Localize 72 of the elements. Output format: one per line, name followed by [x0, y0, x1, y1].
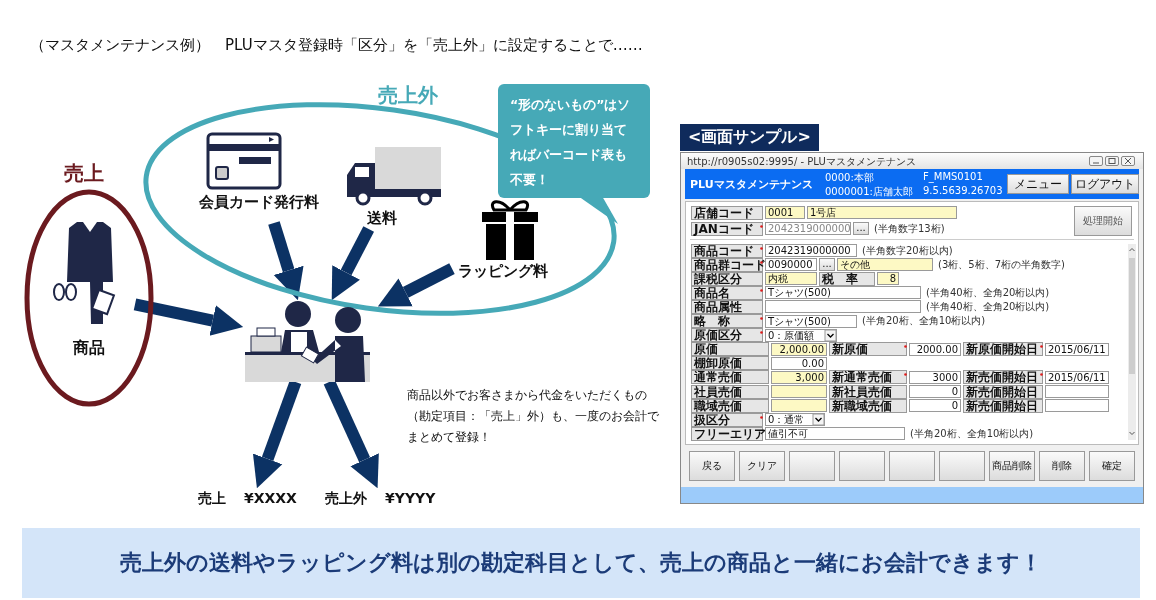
field-label: 店舗コード — [691, 205, 763, 220]
field-label: 新社員売価 — [829, 384, 907, 399]
group-heading: 売上外 — [378, 82, 438, 109]
note-text: 商品以外でお客さまから代金をいただくもの（勘定項目：「売上」外）も、一度のお会計でまとめて登録！ — [407, 387, 660, 446]
amount-value: ¥YYYY — [385, 490, 436, 506]
info-text: F_MMS0101 — [923, 171, 983, 182]
field-label: 原価 — [691, 342, 769, 357]
field-label: 棚卸原価 — [691, 356, 769, 371]
field-label: 原価区分 — [691, 328, 763, 343]
section-heading: <画面サンプル> — [680, 124, 819, 151]
field-label: 新通常売価 — [829, 370, 907, 385]
input-field: 2000.00 — [909, 342, 961, 356]
field-label: 新売価開始日 — [963, 370, 1043, 385]
hint-text: (半角20桁、全角10桁以内) — [861, 314, 986, 328]
input-field: 2,000.00 — [771, 342, 827, 356]
input-field: 2042319000000 — [765, 244, 857, 257]
browse-button: ... — [819, 258, 835, 272]
browse-button: ... — [853, 222, 869, 235]
input-field: Tシャツ(500) — [765, 314, 857, 328]
field-label: 社員売価 — [691, 384, 769, 399]
input-field: 0 — [909, 399, 961, 413]
field-label: 新原価 — [829, 342, 907, 357]
action-button: クリア — [739, 451, 785, 481]
input-field: 0090000 — [765, 258, 817, 272]
hint-text: (半角数字20桁以内) — [861, 243, 953, 258]
heading-text: （マスタメンテナンス例） PLUマスタ登録時「区分」を「売上外」に設定することで…… — [30, 36, 643, 55]
hint-text: (半角40桁、全角20桁以内) — [925, 285, 1050, 300]
action-button: 確定 — [1089, 451, 1135, 481]
input-field: Tシャツ(500) — [765, 286, 921, 300]
input-field: 2015/06/11 — [1045, 370, 1109, 384]
input-field: 0 — [909, 385, 961, 398]
logout-button: ログアウト — [1071, 174, 1139, 194]
start-button: 処理開始 — [1074, 206, 1132, 236]
info-text: 0000:本部 — [825, 171, 874, 185]
input-field: 3,000 — [771, 370, 827, 384]
amount-label: 売上 — [198, 490, 226, 508]
input-field: 1号店 — [807, 206, 957, 219]
field-label: 新原価開始日 — [963, 342, 1043, 357]
input-field: 2042319000000 — [765, 222, 851, 235]
input-field: 3000 — [909, 370, 961, 384]
group-heading: 売上 — [64, 160, 104, 187]
input-field: 0001 — [765, 206, 805, 219]
action-button: 削除 — [1039, 451, 1085, 481]
info-text: 0000001:店舗太郎 — [825, 185, 913, 199]
hint-text: (半角数字13桁) — [873, 221, 945, 236]
banner-text: 売上外の送料やラッピング料は別の勘定科目として、売上の商品と一緒にお会計できます！ — [119, 549, 1043, 577]
hint-text: (3桁、5桁、7桁の半角数字) — [937, 257, 1065, 272]
amount-label: 売上外 — [325, 490, 367, 508]
menu-button: メニュー — [1007, 174, 1069, 194]
dropdown-field: 0：通常 — [765, 413, 825, 427]
input-field: 内税 — [765, 272, 817, 286]
dropdown-field: 0：原価額 — [765, 328, 837, 342]
window-title: http://r0905s02:9995/ - PLUマスタメンテナンス — [687, 155, 916, 169]
info-text: 9.5.5639.26703 — [923, 185, 1003, 196]
field-label: 新売価開始日 — [963, 384, 1043, 399]
item-label: 商品 — [73, 338, 105, 359]
input-field: 0.00 — [771, 356, 827, 370]
input-field: その他 — [837, 258, 933, 272]
action-button: 戻る — [689, 451, 735, 481]
amount-value: ¥XXXX — [244, 490, 297, 506]
hint-text: (半角20桁、全角10桁以内) — [909, 426, 1034, 441]
field-label: 略 称 — [691, 314, 763, 328]
app-title: PLUマスタメンテナンス — [690, 177, 813, 192]
input-field: 2015/06/11 — [1045, 342, 1109, 356]
hint-text: (半角40桁、全角20桁以内) — [925, 299, 1050, 314]
field-label: 通常売価 — [691, 370, 769, 385]
field-label: JANコード — [691, 221, 763, 236]
input-field: 値引不可 — [765, 427, 905, 441]
field-label: 商品コード — [691, 243, 763, 258]
field-label: 税 率 — [819, 271, 875, 286]
input-field: 8 — [877, 272, 899, 286]
action-button: 商品削除 — [989, 451, 1035, 481]
